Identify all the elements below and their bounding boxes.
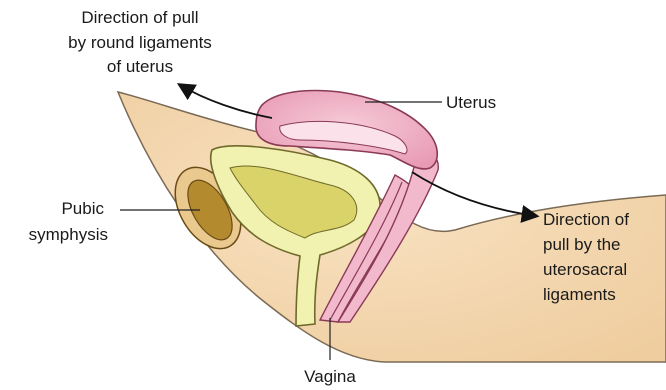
uterosacral-label-line2: pull by the xyxy=(543,235,621,254)
round-ligament-label-line2: by round ligaments xyxy=(68,33,212,52)
uterosacral-label-line1: Direction of xyxy=(543,210,629,229)
round-ligament-label-line1: Direction of pull xyxy=(81,8,198,27)
uterosacral-label-line4: ligaments xyxy=(543,285,616,304)
pubic-symphysis-label-line2: symphysis xyxy=(29,225,108,244)
vagina-label: Vagina xyxy=(304,367,356,386)
round-ligament-label-line3: of uterus xyxy=(107,57,173,76)
uterosacral-label-line3: uterosacral xyxy=(543,260,627,279)
uterus-label: Uterus xyxy=(446,93,496,112)
pubic-symphysis-label-line1: Pubic xyxy=(61,199,104,218)
